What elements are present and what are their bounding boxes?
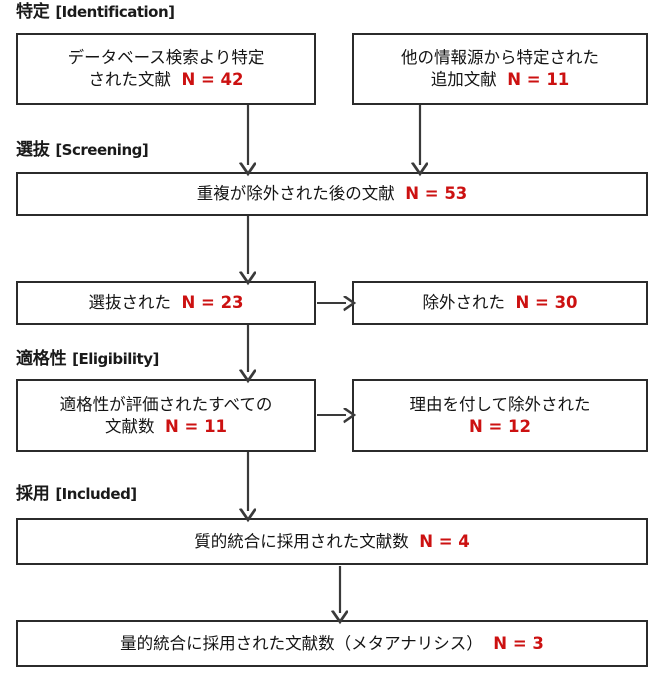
stage-label-identification-en: [Identification] xyxy=(55,3,175,21)
box-full-text-assessed-line1: 適格性が評価されたすべての xyxy=(59,394,273,414)
box-full-text-assessed-line2: 文献数 xyxy=(104,416,155,436)
box-full-text-assessed-text: 適格性が評価されたすべての文献数 N = 11 xyxy=(60,394,273,438)
stage-label-included-en: [Included] xyxy=(55,485,137,503)
box-db-search-count: N = 42 xyxy=(181,70,244,89)
stage-label-identification-ja: 特定 xyxy=(16,2,50,22)
box-after-duplicates: 重複が除外された後の文献 N = 53 xyxy=(16,172,648,216)
stage-label-screening: 選抜 [Screening] xyxy=(16,140,149,160)
box-qualitative-synthesis-text: 質的統合に採用された文献数 N = 4 xyxy=(194,531,470,553)
box-full-text-assessed-count: N = 11 xyxy=(164,416,228,436)
box-quantitative-synthesis-count: N = 3 xyxy=(493,633,544,653)
stage-label-screening-ja: 選抜 xyxy=(16,140,50,160)
stage-label-included: 採用 [Included] xyxy=(16,486,137,503)
box-excluded: 除外された N = 30 xyxy=(352,281,648,325)
box-after-duplicates-line1: 重複が除外された後の文献 xyxy=(196,184,395,204)
stage-label-eligibility-ja: 適格性 xyxy=(16,349,67,369)
box-other-sources-count: N = 11 xyxy=(507,70,570,89)
box-excluded-line1: 除外された xyxy=(422,293,505,313)
box-db-search-line2: された文献 xyxy=(88,70,171,89)
stage-label-eligibility-en: [Eligibility] xyxy=(72,350,159,368)
stage-label-identification: 特定 [Identification] xyxy=(16,4,175,21)
box-qualitative-synthesis: 質的統合に採用された文献数 N = 4 xyxy=(16,518,648,565)
stage-label-eligibility: 適格性 [Eligibility] xyxy=(16,351,159,368)
box-db-search-text: データベース検索より特定された文献 N = 42 xyxy=(68,47,265,91)
box-db-search-line1: データベース検索より特定 xyxy=(67,48,265,68)
box-db-search: データベース検索より特定された文献 N = 42 xyxy=(16,33,316,105)
box-qualitative-synthesis-line1: 質的統合に採用された文献数 xyxy=(194,531,409,551)
box-after-duplicates-count: N = 53 xyxy=(405,184,468,204)
box-qualitative-synthesis-count: N = 4 xyxy=(419,531,470,551)
box-screened: 選抜された N = 23 xyxy=(16,281,316,325)
box-excluded-with-reasons-line1: 理由を付して除外された xyxy=(409,394,591,414)
box-full-text-assessed: 適格性が評価されたすべての文献数 N = 11 xyxy=(16,379,316,452)
box-after-duplicates-text: 重複が除外された後の文献 N = 53 xyxy=(197,183,468,205)
box-excluded-count: N = 30 xyxy=(515,293,578,313)
stage-label-included-ja: 採用 xyxy=(16,484,50,504)
box-other-sources: 他の情報源から特定された追加文献 N = 11 xyxy=(352,33,648,105)
box-other-sources-line2: 追加文献 xyxy=(430,70,497,89)
box-screened-text: 選抜された N = 23 xyxy=(88,292,243,314)
box-other-sources-text: 他の情報源から特定された追加文献 N = 11 xyxy=(401,47,599,91)
box-screened-line1: 選抜された xyxy=(88,293,171,313)
box-excluded-with-reasons-count: N = 12 xyxy=(468,416,532,436)
box-quantitative-synthesis-text: 量的統合に採用された文献数（メタアナリシス） N = 3 xyxy=(120,633,544,655)
box-quantitative-synthesis-line1: 量的統合に採用された文献数（メタアナリシス） xyxy=(120,633,483,653)
stage-label-screening-en: [Screening] xyxy=(55,141,149,159)
box-excluded-text: 除外された N = 30 xyxy=(422,292,577,314)
box-other-sources-line1: 他の情報源から特定された xyxy=(401,48,599,68)
box-screened-count: N = 23 xyxy=(181,293,244,313)
